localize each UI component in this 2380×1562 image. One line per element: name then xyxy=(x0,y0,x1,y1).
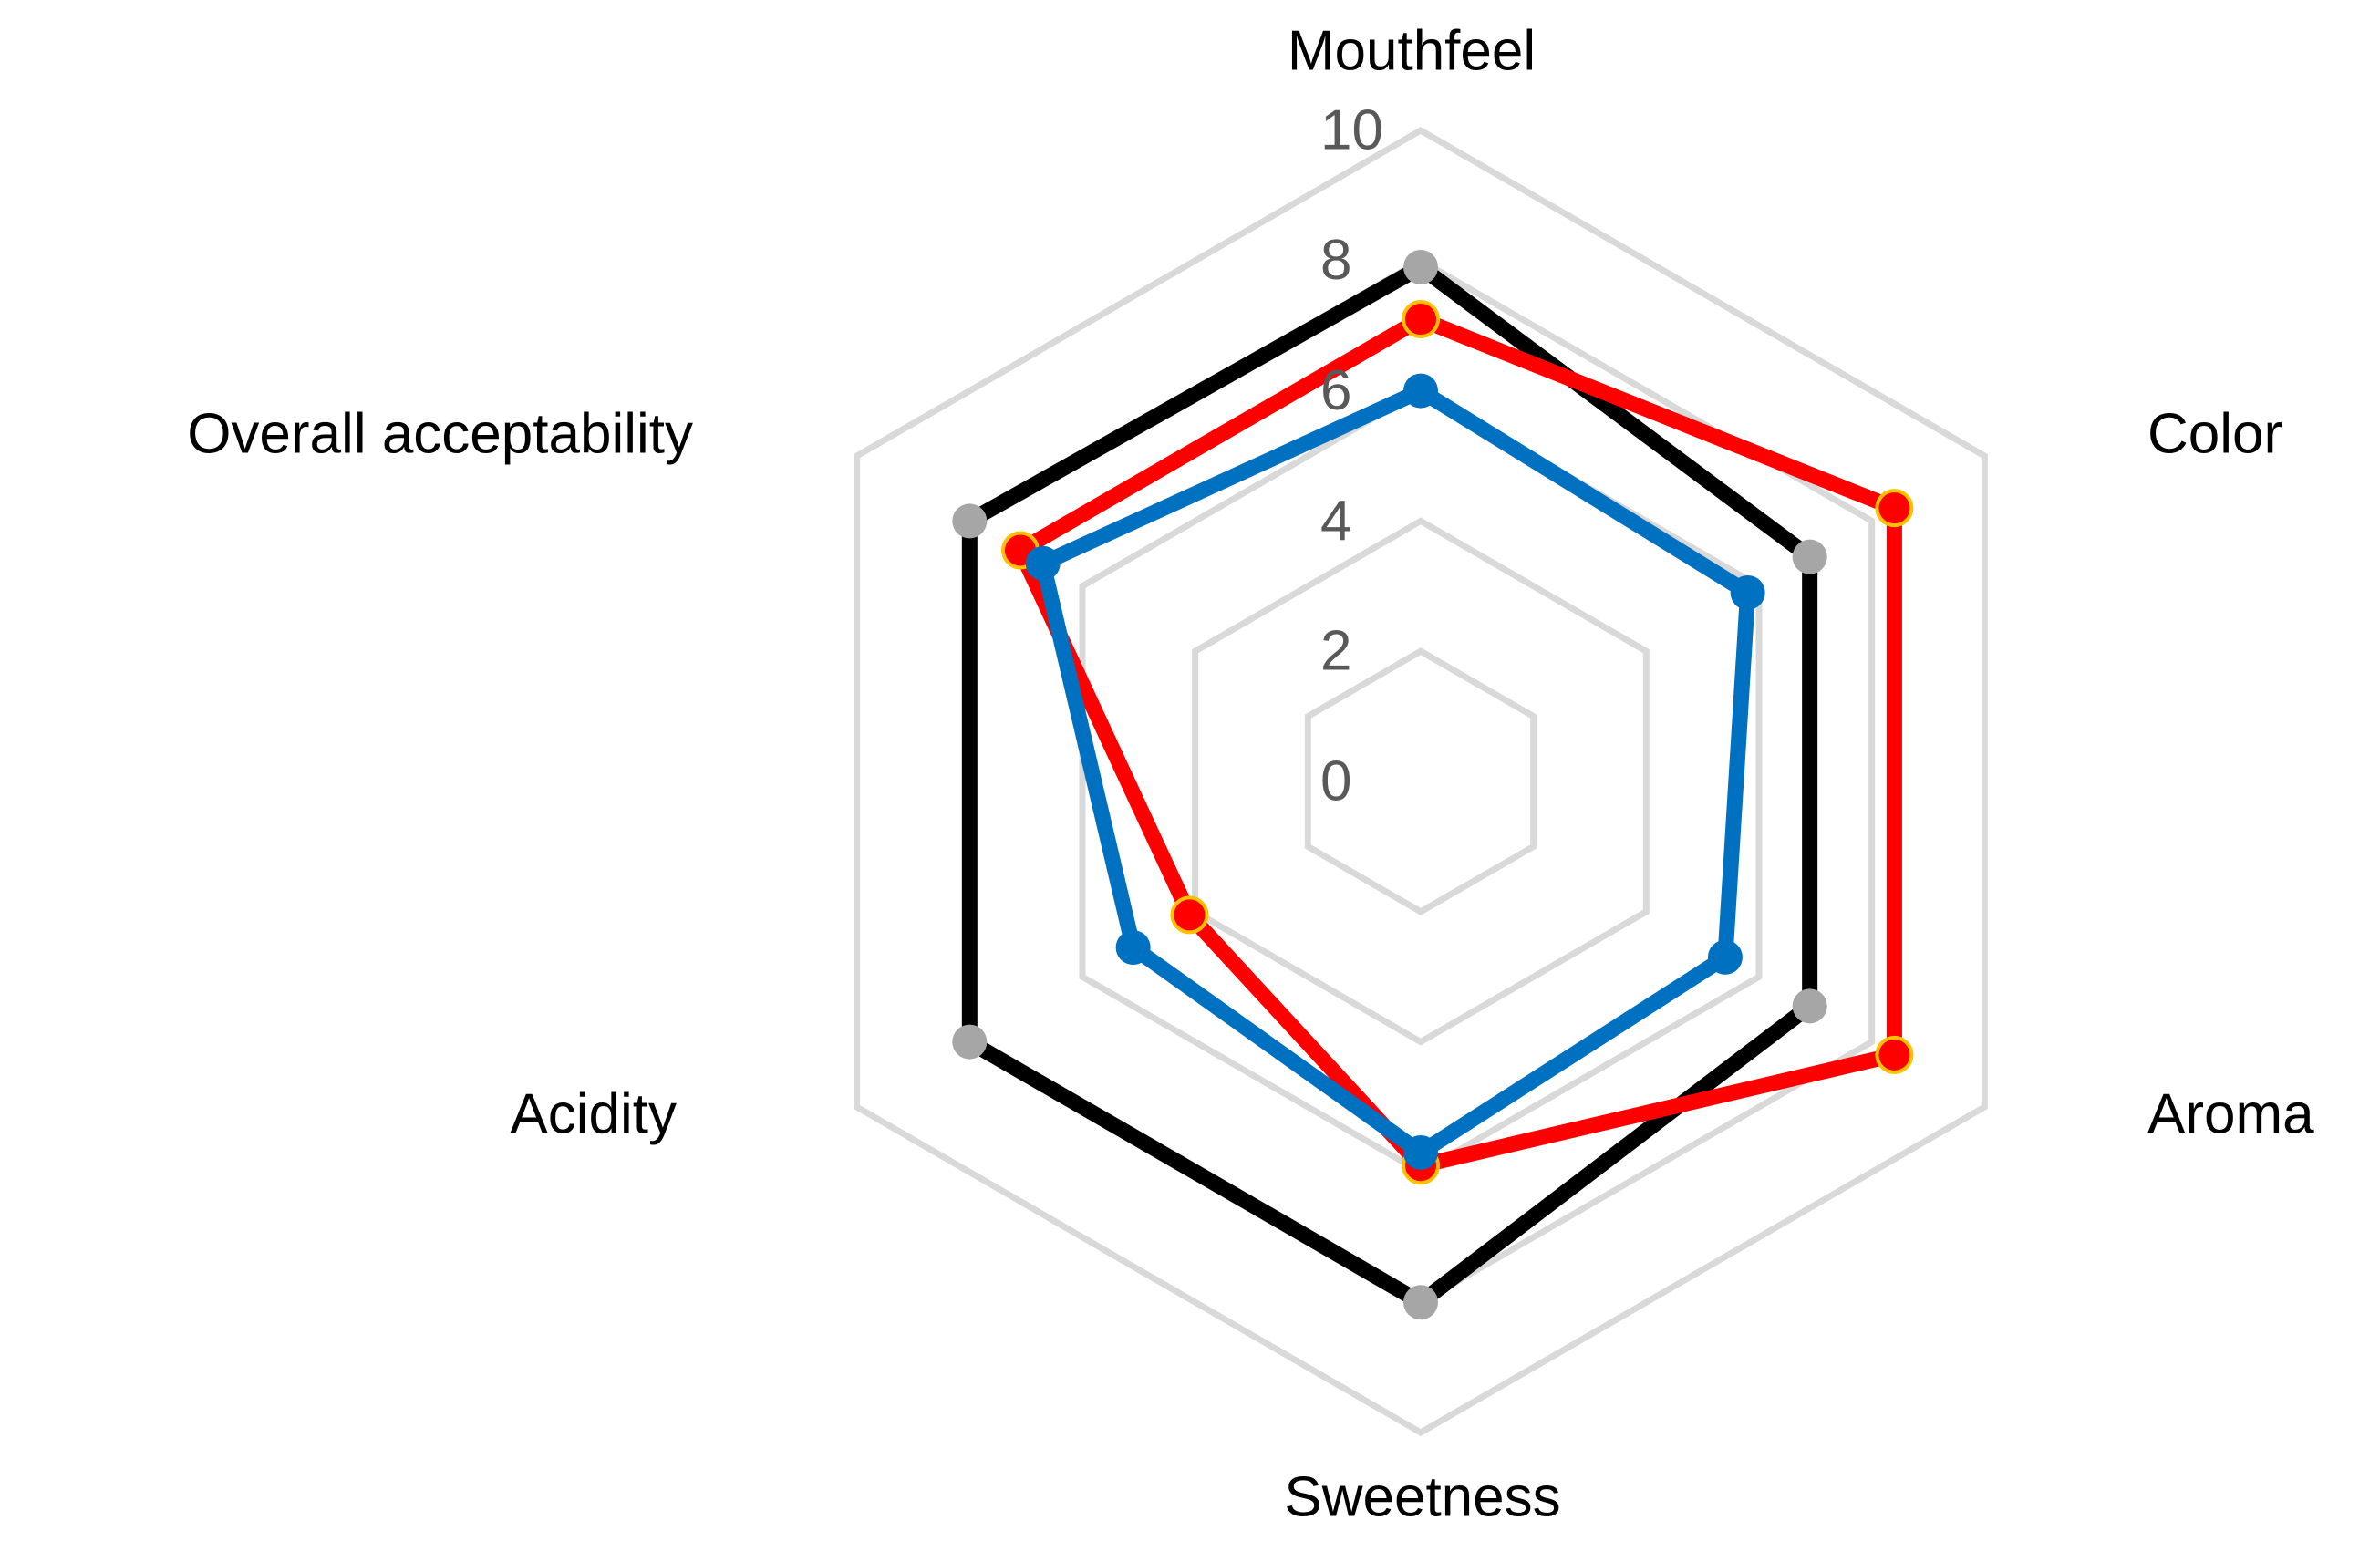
grid-ring-10 xyxy=(854,126,1988,1437)
axis-label-aroma: Aroma xyxy=(2147,1082,2314,1145)
series-3-point-4 xyxy=(1403,1134,1438,1170)
series-1-point-1 xyxy=(1403,249,1438,284)
series-3-point-6 xyxy=(1025,545,1061,581)
grid-ring-4 xyxy=(1192,517,1650,1046)
axis-label-acidity: Acidity xyxy=(510,1082,677,1145)
tick-label-layer: 0 2 4 6 8 10 xyxy=(1320,98,1383,812)
series-2-point-5 xyxy=(1170,895,1209,935)
tick-label-6: 6 xyxy=(1320,359,1351,422)
tick-label-10: 10 xyxy=(1320,98,1383,161)
axis-label-mouthfeel: Mouthfeel xyxy=(1288,19,1536,82)
axis-label-sweetness: Sweetness xyxy=(1284,1465,1560,1528)
series-3-point-2 xyxy=(1730,574,1765,610)
series-2-point-2 xyxy=(1875,489,1914,528)
tick-label-4: 4 xyxy=(1320,490,1351,553)
tick-label-0: 0 xyxy=(1320,750,1351,812)
series-1-point-5 xyxy=(952,1024,988,1060)
axis-label-overall-acceptability: Overall acceptability xyxy=(187,402,693,465)
series-layer xyxy=(952,249,1914,1320)
series-2-point-1 xyxy=(1402,300,1440,339)
series-1-point-2 xyxy=(1792,539,1827,574)
tick-label-2: 2 xyxy=(1320,620,1351,683)
grid-ring-6 xyxy=(1079,387,1763,1176)
series-3-line xyxy=(1033,381,1756,1163)
series-3-point-3 xyxy=(1707,939,1743,975)
axis-label-color: Color xyxy=(2147,402,2282,465)
series-3-point-1 xyxy=(1403,373,1438,409)
tick-label-8: 8 xyxy=(1320,229,1351,292)
series-3-point-5 xyxy=(1115,930,1151,966)
series-1-point-4 xyxy=(1403,1285,1438,1320)
series-1-point-6 xyxy=(952,503,988,539)
series-2-point-3 xyxy=(1875,1035,1914,1074)
series-1-point-3 xyxy=(1792,988,1827,1024)
grid-ring-2 xyxy=(1304,647,1537,915)
